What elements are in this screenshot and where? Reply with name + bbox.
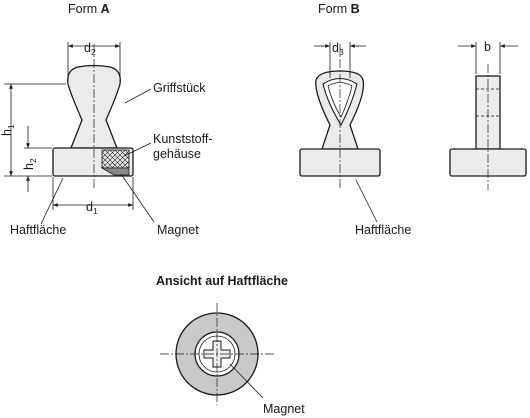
label-magnet-a: Magnet [157,223,199,237]
dim-d2: d2 [84,41,96,57]
bottom-view [160,303,274,405]
dim-d3: d3 [332,41,344,57]
label-haftflaeche-a: Haftfläche [10,223,66,237]
form-a-housing-section [101,149,130,169]
form-a-title: Form A [68,2,110,16]
dim-b: b [484,40,491,54]
form-b-side-part [449,64,527,190]
dim-h1: h1 [0,124,16,136]
form-a-part [52,44,134,190]
form-b-title: Form B [318,2,360,16]
form-b-part [299,44,381,190]
dim-d1: d1 [86,200,98,216]
form-a-magnet-section [100,167,130,176]
dim-h2: h2 [22,158,38,170]
label-kunststoffgehaeuse-1: Kunststoff- [153,132,213,146]
label-griffstueck: Griffstück [153,81,206,95]
label-magnet-bottom: Magnet [263,402,305,416]
label-haftflaeche-b: Haftfläche [355,223,411,237]
section-title-ansicht: Ansicht auf Haftfläche [156,274,288,288]
label-kunststoffgehaeuse-2: gehäuse [153,147,201,161]
